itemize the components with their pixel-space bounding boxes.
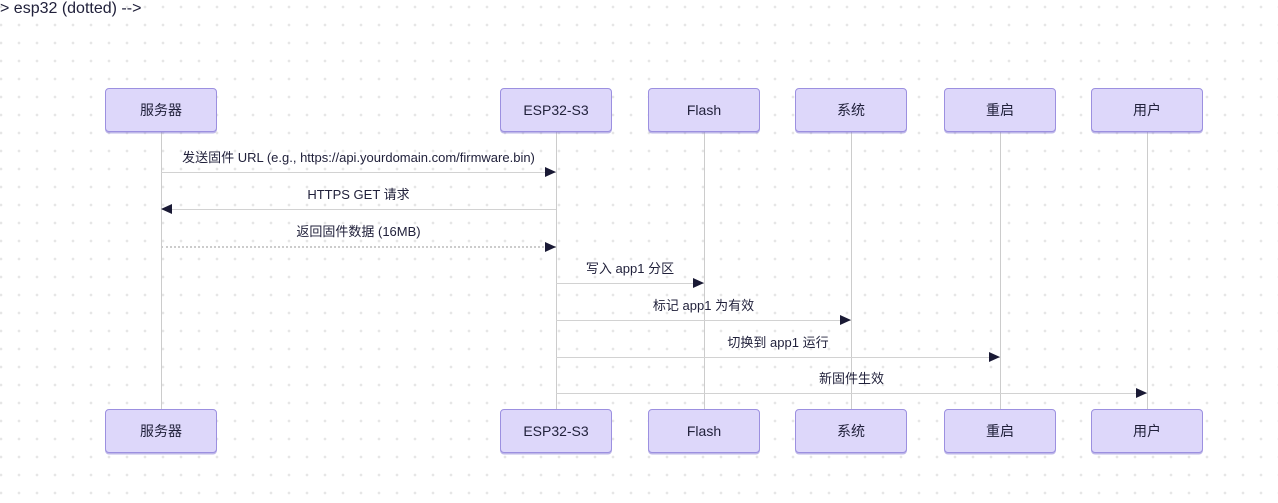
actor-reboot-label: 重启	[986, 102, 1014, 118]
lifeline-system	[851, 132, 852, 409]
message-label: 发送固件 URL (e.g., https://api.yourdomain.c…	[182, 150, 535, 165]
actor-user-bottom[interactable]: 用户	[1091, 409, 1203, 453]
actor-reboot-bottom[interactable]: 重启	[944, 409, 1056, 453]
arrow-right-icon	[1136, 388, 1147, 398]
message-new-firmware-active: 新固件生效	[556, 371, 1147, 398]
actor-esp32-label: ESP32-S3	[523, 102, 589, 118]
message-label: 新固件生效	[818, 371, 884, 386]
actor-user-label: 用户	[1133, 423, 1161, 439]
actor-system-top[interactable]: 系统	[795, 88, 907, 132]
arrow-right-icon	[840, 315, 851, 325]
actor-esp32-top[interactable]: ESP32-S3	[500, 88, 612, 132]
arrow-left-icon	[161, 204, 172, 214]
actor-system-label: 系统	[837, 423, 865, 439]
message-line-dotted	[161, 242, 556, 252]
message-label: 返回固件数据 (16MB)	[296, 224, 421, 239]
actor-system-label: 系统	[837, 102, 865, 118]
message-label: 切换到 app1 运行	[727, 335, 829, 350]
actor-server-top[interactable]: 服务器	[105, 88, 217, 132]
message-line	[556, 315, 851, 325]
actor-user-top[interactable]: 用户	[1091, 88, 1203, 132]
message-line	[556, 352, 1000, 362]
message-line	[556, 278, 704, 288]
actor-esp32-label: ESP32-S3	[523, 423, 589, 439]
message-label: 标记 app1 为有效	[652, 298, 755, 313]
arrow-right-icon	[989, 352, 1000, 362]
actor-server-label: 服务器	[140, 423, 182, 439]
lifeline-server	[161, 132, 162, 409]
message-https-get: HTTPS GET 请求	[161, 187, 556, 214]
actor-system-bottom[interactable]: 系统	[795, 409, 907, 453]
actor-server-label: 服务器	[140, 102, 182, 118]
message-switch-to-app1: 切换到 app1 运行	[556, 335, 1000, 362]
lifeline-user	[1147, 132, 1148, 409]
actor-flash-top[interactable]: Flash	[648, 88, 760, 132]
actor-reboot-label: 重启	[986, 423, 1014, 439]
message-line	[161, 167, 556, 177]
message-label: 写入 app1 分区	[585, 261, 675, 276]
actor-server-bottom[interactable]: 服务器	[105, 409, 217, 453]
arrow-right-icon	[545, 167, 556, 177]
message-return-firmware-data: 返回固件数据 (16MB)	[161, 224, 556, 252]
message-line	[556, 388, 1147, 398]
message-line	[161, 204, 556, 214]
lifeline-reboot	[1000, 132, 1001, 409]
actor-flash-label: Flash	[686, 423, 722, 439]
actor-flash-label: Flash	[686, 102, 722, 118]
arrow-right-icon	[545, 242, 556, 252]
message-mark-app1-valid: 标记 app1 为有效	[556, 298, 851, 325]
arrow-right-icon	[693, 278, 704, 288]
message-send-firmware-url: 发送固件 URL (e.g., https://api.yourdomain.c…	[161, 150, 556, 177]
actor-reboot-top[interactable]: 重启	[944, 88, 1056, 132]
actor-esp32-bottom[interactable]: ESP32-S3	[500, 409, 612, 453]
message-label: HTTPS GET 请求	[307, 187, 410, 202]
message-write-app1-partition: 写入 app1 分区	[556, 261, 704, 288]
actor-flash-bottom[interactable]: Flash	[648, 409, 760, 453]
actor-user-label: 用户	[1133, 102, 1161, 118]
lifeline-esp32	[556, 132, 557, 409]
lifeline-flash	[704, 132, 705, 409]
